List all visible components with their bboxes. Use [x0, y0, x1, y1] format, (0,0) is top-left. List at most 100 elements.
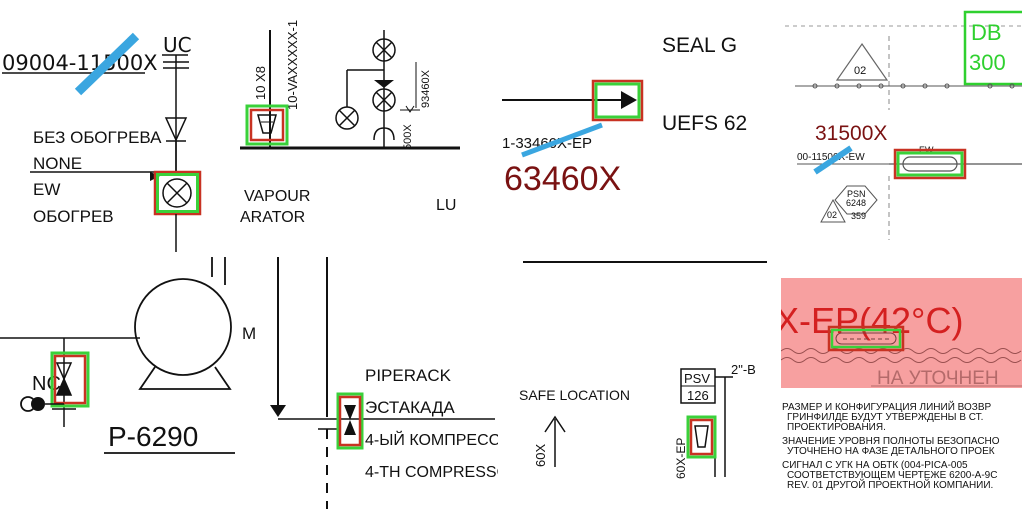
funnel-icon: [694, 425, 709, 448]
valve-icon-2: [372, 38, 396, 62]
faint-text: НА УТОЧНЕН: [877, 368, 999, 389]
signal-dots: [812, 83, 1015, 89]
label-ru-heating: ОБОГРЕВ: [33, 207, 114, 226]
highlight-box-green: [896, 151, 964, 177]
line-tag: 10-VAXXXXX-1: [285, 20, 300, 110]
valve-bottom-icon: [344, 420, 356, 435]
tile-4-drawing: DB 300 02 31500X 00-11500X-EW EW PSN 62: [785, 10, 1022, 240]
highlight-box-green: [686, 415, 717, 459]
psn-hexagon-icon: [834, 185, 878, 215]
vert-tag: 60X: [533, 444, 548, 467]
check-valve-icon: [164, 117, 188, 142]
valve-icon-3: [372, 88, 396, 112]
tile-7-drawing: SAFE LOCATION 60X PSV 126 2"-B 60X-EP: [519, 261, 767, 479]
strike-mark: [521, 122, 603, 158]
valve-3-cross-b: [375, 91, 393, 109]
label-compressor-ru: 4-ЫЙ КОМПРЕССОР: [365, 430, 498, 449]
valve-bottom-icon: [55, 377, 73, 396]
db-text-2: 300: [969, 50, 1006, 75]
tracing-element-icon: [835, 332, 897, 345]
side-text: M: [242, 324, 256, 343]
highlight-box-red: [53, 354, 87, 405]
tile-3-seal-gas-line: SEAL G UEFS 62 1-33460X-EP 63460X: [500, 0, 762, 252]
tile-8-notes: X-EP(42°C) НА УТОЧНЕН РАЗМЕР И КОНФИГУРА…: [781, 278, 1022, 494]
db-box: [963, 10, 1022, 86]
nc-label: NC: [32, 373, 61, 395]
psn-number: 6248: [846, 198, 866, 208]
highlight-box-red: [153, 170, 202, 216]
highlight-box-red: [893, 148, 967, 180]
label-piperack: PIPERACK: [365, 366, 452, 385]
tile-7-safe-location: SAFE LOCATION 60X PSV 126 2"-B 60X-EP: [505, 257, 767, 509]
highlight-box-red: [249, 108, 285, 142]
note-line-5: УТОЧНЕНО НА ФАЗЕ ДЕТАЛЬНОГО ПРОЕК: [787, 446, 995, 457]
highlight-box-green: [156, 173, 199, 213]
top-tag: UC: [163, 33, 192, 57]
signal-dot: [856, 83, 862, 89]
vert-tag-1: 93460X: [420, 69, 432, 108]
note-line-3: ПРОЕКТИРОВАНИЯ.: [787, 422, 886, 433]
bend-icon: [373, 127, 395, 141]
highlight-region: [781, 278, 1022, 388]
valve-actuator-icon: [374, 80, 394, 88]
label-estakada: ЭСТАКАДА: [365, 398, 455, 417]
pump-base-icon: [138, 366, 232, 390]
valve-top-icon: [344, 405, 356, 420]
highlight-box-red: [338, 395, 362, 447]
equipment-tag: P-6290: [108, 421, 198, 452]
triangle-label: 02: [854, 65, 866, 77]
control-valve-icon: [162, 178, 192, 208]
label-vapour: VAPOUR: [244, 188, 310, 205]
psn-sub: 359: [851, 211, 866, 221]
dimension-arrow-icon: [405, 105, 415, 113]
highlight-box-green: [594, 82, 641, 119]
highlight-box-red: [591, 79, 644, 122]
signal-dot: [1009, 83, 1015, 89]
arrow-up-icon: [544, 415, 566, 433]
label-none: NONE: [33, 154, 82, 173]
note-line-6: СИГНАЛ С УГК НА ОБТК (004-PICA-005: [782, 460, 968, 471]
note-line-4: ЗНАЧЕНИЕ УРОВНЯ ПОЛНОТЫ БЕЗОПАСНО: [782, 436, 1000, 447]
triangle-icon-2: [820, 198, 846, 223]
signal-dot: [944, 83, 950, 89]
tile-6-drawing: M PIPERACK ЭСТАКАДА 4-ЫЙ КОМПРЕССОР 4-TH…: [242, 257, 498, 509]
vert-tag-2: 60X-EP: [674, 438, 688, 479]
note-line-8: REV. 01 ДРУГОЙ ПРОЕКТНОЙ КОМПАНИИ.: [787, 478, 993, 491]
arrow-down-icon: [270, 405, 286, 417]
highlight-box-red: [827, 325, 905, 352]
signal-dot: [900, 83, 906, 89]
vert-tag-2: 500X: [402, 124, 414, 150]
tile-8-drawing: X-EP(42°C) НА УТОЧНЕН РАЗМЕР И КОНФИГУРА…: [781, 278, 1022, 491]
highlight-text: X-EP(42°C): [781, 300, 963, 341]
wavy-line: [781, 357, 1022, 363]
signal-dot: [987, 83, 993, 89]
strike-mark: [74, 32, 140, 96]
arrow-right-icon: [621, 91, 637, 109]
signal-dot: [834, 83, 840, 89]
line-tag: 09004-11500X: [2, 51, 158, 75]
valve-top-icon: [55, 362, 73, 381]
tile-1-heat-tracing-valve: 09004-11500X UC БЕЗ ОБОГРЕВА NONE EW ОБО…: [0, 0, 235, 252]
drain-plug-icon: [31, 397, 45, 411]
tile-1-drawing: 09004-11500X UC БЕЗ ОБОГРЕВА NONE EW ОБО…: [2, 32, 202, 252]
highlight-box-green: [245, 104, 289, 146]
label-ew: EW: [33, 180, 60, 199]
signal-dot: [812, 83, 818, 89]
side-text: UEFS 62: [662, 112, 747, 135]
highlight-box-green: [830, 328, 902, 349]
pipe-size: 2"-B: [731, 362, 756, 377]
tracing-element-icon: [902, 156, 958, 172]
valve-cross-2: [166, 182, 188, 204]
new-value: 63460X: [504, 160, 621, 198]
new-value: 31500X: [815, 122, 887, 145]
tile-2-drawing: 10 X8 10-VAXXXXX-1 500X 93460X VAPOUR AR…: [240, 20, 460, 226]
tile-5-pump: NC P-6290: [0, 257, 235, 509]
note-line-1: РАЗМЕР И КОНФИГУРАЦИЯ ЛИНИЙ ВОЗВР: [782, 400, 991, 413]
valve-2-cross-b: [375, 41, 393, 59]
pump-casing-icon: [134, 278, 232, 376]
label-separator: ARATOR: [240, 209, 305, 226]
note-line-2: ГРИНФИЛДЕ БУДУТ УТВЕРЖДЕНЫ В СТ.: [787, 412, 983, 423]
highlight-box-red: [689, 418, 714, 456]
psv-number: 126: [687, 388, 709, 403]
small-tag: 10 X8: [253, 66, 268, 100]
